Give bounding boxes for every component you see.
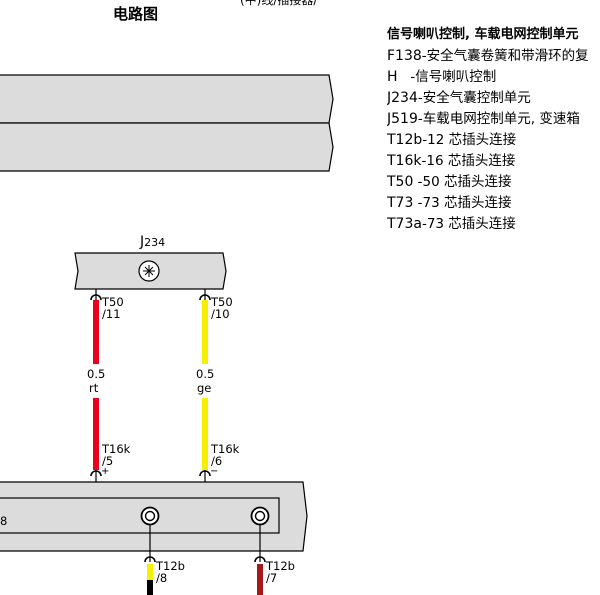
cut-off-header-text: (中)线/插接器/ xyxy=(240,0,318,7)
legend-item: T73a-73 芯插头连接 xyxy=(387,214,600,235)
legend-item: T50 -50 芯插头连接 xyxy=(387,172,600,193)
label-right-bottom-conn: T16k xyxy=(211,442,240,456)
legend-item: F138-安全气囊卷簧和带滑环的复 xyxy=(387,46,600,67)
legend-item-desc: -安全气囊控制单元 xyxy=(417,90,531,106)
lower-inner-module xyxy=(0,497,280,534)
legend-item-code: J234 xyxy=(387,90,418,106)
legend-item-desc: -12 芯插头连接 xyxy=(422,132,517,148)
label-right-bottom-pin: /6 xyxy=(211,454,223,468)
label-right-wire-color: ge xyxy=(197,381,212,395)
legend-item-code: T12b xyxy=(387,132,423,148)
connector-pin-t12b-7 xyxy=(254,556,266,563)
label-left-wire-color: rt xyxy=(89,381,99,395)
label-lower-left-conn: T12b xyxy=(156,559,185,573)
label-lower-right-pin: /7 xyxy=(266,571,278,585)
legend-item-code: F138 xyxy=(387,48,422,64)
upper-component-box-1 xyxy=(0,74,334,124)
legend-item: T16k-16 芯插头连接 xyxy=(387,151,600,172)
legend-item-desc: -16 芯插头连接 xyxy=(421,153,516,169)
legend-item-desc: -信号喇叭控制 xyxy=(397,69,497,85)
legend-item-desc: -73 芯插头连接 xyxy=(413,195,512,211)
legend-item-code: H xyxy=(387,69,398,85)
legend-item-code: T73a xyxy=(387,216,422,232)
legend-item-desc: -73 芯插头连接 xyxy=(421,216,516,232)
upper-component-box-2 xyxy=(0,122,334,172)
airbag-symbol-icon xyxy=(138,260,160,282)
label-right-top-pin: /10 xyxy=(211,307,230,321)
label-left-polarity: + xyxy=(101,466,110,477)
label-right-wire-size: 0.5 xyxy=(196,367,215,381)
label-right-top-conn: T50 xyxy=(211,295,233,309)
connector-pin-t12b-8 xyxy=(144,556,156,563)
legend-heading: 信号喇叭控制, 车载电网控制单元 xyxy=(387,27,579,42)
j234-label: J234 xyxy=(140,234,166,250)
label-left-bottom-pin: /5 xyxy=(102,454,114,468)
legend-item: J234-安全气囊控制单元 xyxy=(387,88,600,109)
legend-item: H -信号喇叭控制 xyxy=(387,67,600,88)
label-lower-right-conn: T12b xyxy=(266,559,295,573)
label-left-edge-digit: 8 xyxy=(0,514,8,528)
label-left-top-pin: /11 xyxy=(102,307,121,321)
legend-item: T12b-12 芯插头连接 xyxy=(387,130,600,151)
legend-item-code: J519 xyxy=(387,111,418,127)
label-lower-left-pin: /8 xyxy=(156,571,168,585)
legend-item-code: T16k xyxy=(387,153,422,169)
label-left-wire-size: 0.5 xyxy=(87,367,106,381)
legend-item-code: T50 xyxy=(387,174,414,190)
legend-item-code: T73 xyxy=(387,195,414,211)
label-left-bottom-conn: T16k xyxy=(102,442,131,456)
legend-item-desc: -50 芯插头连接 xyxy=(413,174,512,190)
legend-item-desc: -安全气囊卷簧和带滑环的复 xyxy=(421,48,589,64)
legend-item: T73 -73 芯插头连接 xyxy=(387,193,600,214)
page-title: 电路图 xyxy=(113,5,159,23)
legend-item: J519-车载电网控制单元, 变速箱 xyxy=(387,109,600,130)
legend-item-desc: -车载电网控制单元, 变速箱 xyxy=(417,111,580,127)
terminal-right-icon xyxy=(250,506,270,526)
terminal-left-icon xyxy=(140,506,160,526)
label-left-top-conn: T50 xyxy=(102,295,124,309)
label-right-polarity: − xyxy=(210,466,219,477)
